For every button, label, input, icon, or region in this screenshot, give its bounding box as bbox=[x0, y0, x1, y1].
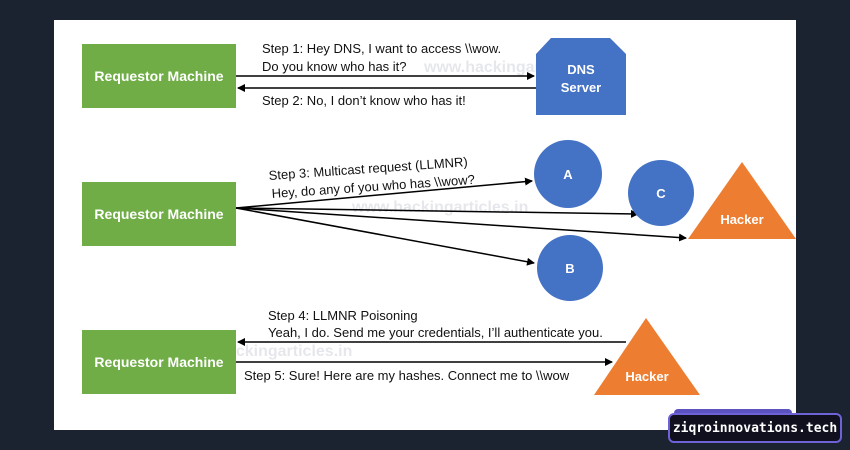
diagram-canvas: www.hackingarticles.in www.hackingarticl… bbox=[54, 20, 796, 430]
requestor-machine-label-3: Requestor Machine bbox=[94, 354, 223, 370]
dns-server-label-line1: DNS bbox=[567, 62, 595, 77]
llmnr-poisoning-diagram: www.hackingarticles.in www.hackingarticl… bbox=[82, 38, 796, 395]
arrow-to-node-b bbox=[235, 207, 535, 266]
node-a-label: A bbox=[563, 167, 573, 182]
node-c-circle bbox=[628, 160, 694, 226]
arrow-to-node-a bbox=[235, 177, 533, 209]
dns-server-label-line2: Server bbox=[561, 80, 601, 95]
step2-text: Step 2: No, I don’t know who has it! bbox=[262, 93, 466, 108]
watermark-2: www.hackingarticles.in bbox=[351, 199, 528, 216]
requestor-machine-label-2: Requestor Machine bbox=[94, 206, 223, 222]
hacker-label-1: Hacker bbox=[720, 212, 763, 227]
hacker-triangle-2 bbox=[594, 318, 700, 395]
requestor-machine-box-1 bbox=[82, 44, 236, 108]
step4-text-line2: Yeah, I do. Send me your credentials, I’… bbox=[268, 325, 603, 340]
arrow-to-hacker-1 bbox=[235, 207, 687, 242]
site-badge: ziqroinnovations.tech bbox=[668, 413, 842, 443]
dns-server-box bbox=[536, 38, 626, 115]
step5-text: Step 5: Sure! Here are my hashes. Connec… bbox=[244, 368, 570, 383]
node-a-circle bbox=[534, 140, 602, 208]
hacker-label-2: Hacker bbox=[625, 369, 668, 384]
step1-text-line1: Step 1: Hey DNS, I want to access \\wow. bbox=[262, 41, 501, 56]
hacker-triangle-1 bbox=[688, 162, 796, 239]
node-b-label: B bbox=[565, 261, 574, 276]
node-c-label: C bbox=[656, 186, 666, 201]
arrow-to-node-c bbox=[235, 207, 639, 218]
step1-text-line2: Do you know who has it? bbox=[262, 59, 407, 74]
requestor-machine-box-3 bbox=[82, 330, 236, 394]
node-b-circle bbox=[537, 235, 603, 301]
step4-text-line1: Step 4: LLMNR Poisoning bbox=[268, 308, 418, 323]
requestor-machine-box-2 bbox=[82, 182, 236, 246]
requestor-machine-label-1: Requestor Machine bbox=[94, 68, 223, 84]
